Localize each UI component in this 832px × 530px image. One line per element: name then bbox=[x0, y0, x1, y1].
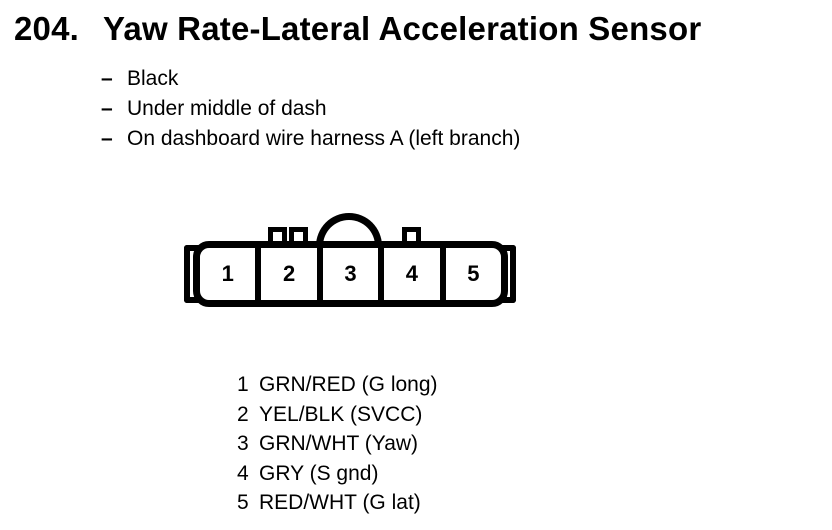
wire-label: YEL/BLK (SVCC) bbox=[259, 402, 423, 426]
pinout-row: 2 YEL/BLK (SVCC) bbox=[237, 400, 438, 430]
location-notes: – Black – Under middle of dash – On dash… bbox=[101, 64, 520, 154]
pinout-list: 1 GRN/RED (G long) 2 YEL/BLK (SVCC) 3 GR… bbox=[237, 370, 438, 518]
wire-label: GRN/RED (G long) bbox=[259, 373, 438, 396]
section-number: 204. bbox=[14, 10, 80, 47]
pin-number: 1 bbox=[237, 373, 249, 396]
wire-label: GRN/WHT (Yaw) bbox=[259, 432, 419, 455]
note-text: Black bbox=[127, 67, 179, 90]
pin-number: 5 bbox=[237, 491, 249, 514]
pin-number: 3 bbox=[237, 432, 249, 455]
connector-body: 1 2 3 4 5 bbox=[193, 241, 508, 307]
connector-cavity-3: 3 bbox=[316, 248, 378, 300]
connector-cavity-4: 4 bbox=[378, 248, 439, 300]
page-title-text: Yaw Rate-Lateral Acceleration Sensor bbox=[103, 10, 702, 47]
note-item: – On dashboard wire harness A (left bran… bbox=[101, 124, 520, 154]
dash-bullet: – bbox=[101, 127, 113, 150]
wire-label: RED/WHT (G lat) bbox=[259, 491, 421, 514]
pinout-row: 3 GRN/WHT (Yaw) bbox=[237, 429, 438, 459]
note-item: – Under middle of dash bbox=[101, 94, 520, 124]
pinout-row: 5 RED/WHT (G lat) bbox=[237, 488, 438, 518]
note-item: – Black bbox=[101, 64, 520, 94]
wire-label: GRY (S gnd) bbox=[259, 461, 379, 485]
connector-cavity-2: 2 bbox=[255, 248, 316, 300]
connector-figure: 1 2 3 4 5 bbox=[181, 213, 526, 315]
note-text: On dashboard wire harness A (left branch… bbox=[127, 127, 521, 150]
connector-cavity-1: 1 bbox=[221, 261, 234, 286]
pinout-row: 4 GRY (S gnd) bbox=[237, 459, 438, 489]
dash-bullet: – bbox=[101, 97, 113, 120]
pin-number: 4 bbox=[237, 461, 249, 485]
page-title: 204. Yaw Rate-Lateral Acceleration Senso… bbox=[14, 10, 701, 48]
dash-bullet: – bbox=[101, 67, 113, 90]
pinout-row: 1 GRN/RED (G long) bbox=[237, 370, 438, 400]
note-text: Under middle of dash bbox=[127, 97, 327, 120]
connector-cavity-5: 5 bbox=[439, 248, 501, 300]
pin-number: 2 bbox=[237, 402, 249, 426]
